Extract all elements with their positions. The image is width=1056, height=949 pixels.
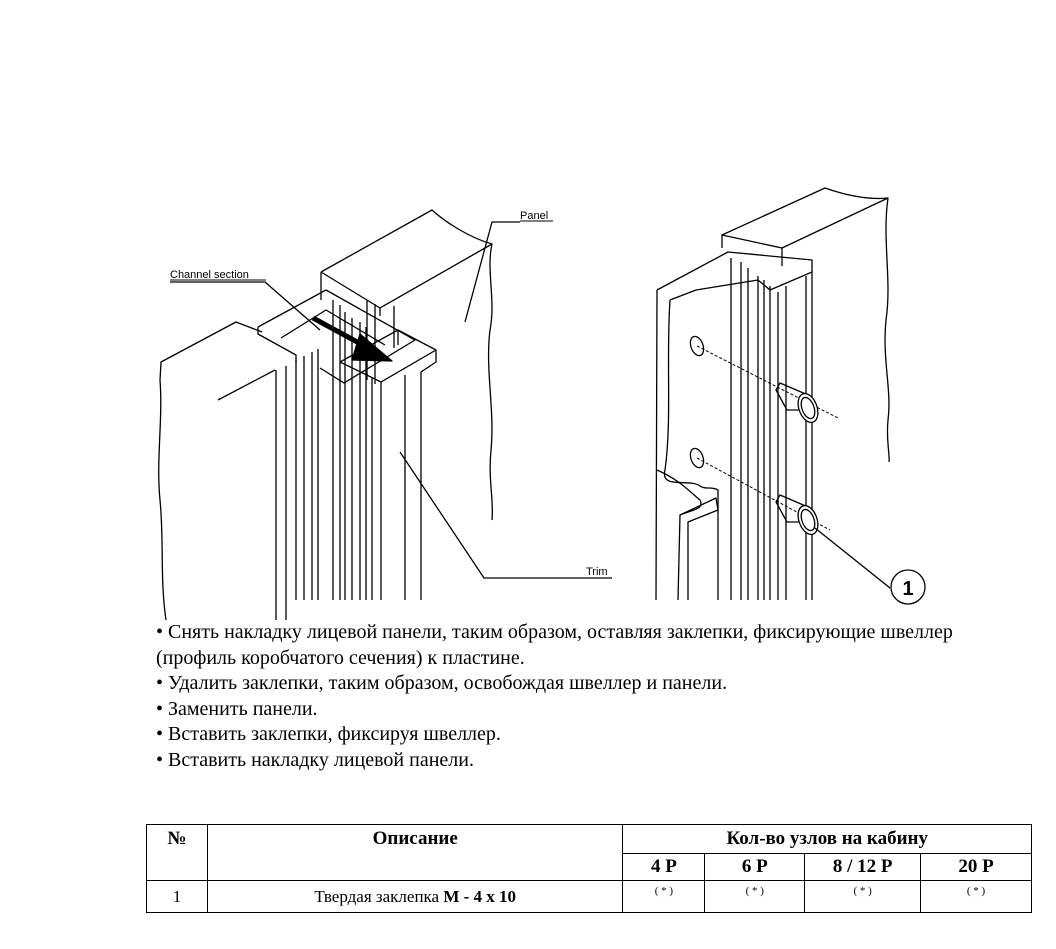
label-channel-section: Channel section (170, 269, 249, 281)
arrow-head (351, 333, 393, 362)
description-text: Твердая заклепка (314, 886, 444, 906)
cell-number: 1 (146, 880, 208, 913)
right-assembly-drawing (655, 187, 926, 605)
right-panel-top (320, 209, 493, 309)
leader-callout (814, 527, 891, 589)
header-description: Описание (206, 824, 624, 881)
cell-description: Твердая заклепка M - 4 x 10 (206, 880, 624, 913)
header-number: № (146, 824, 208, 881)
header-8-12p: 8 / 12 P (804, 853, 922, 881)
cell-qty-6p: ( * ) (704, 880, 806, 913)
instruction-item: • Заменить панели. (156, 697, 318, 720)
instruction-item: • Снять накладку лицевой панели, таким о… (156, 621, 953, 669)
left-assembly-drawing (158, 209, 612, 620)
label-trim: Trim (586, 566, 608, 578)
header-quantity: Кол-во узлов на кабину (622, 824, 1032, 854)
table-row: 1 Твердая заклепка M - 4 x 10 ( * ) ( * … (146, 880, 1032, 913)
leader-panel (464, 221, 520, 323)
instruction-item: • Удалить заклепки, таким образом, освоб… (156, 672, 728, 694)
right-channel-wavy (655, 289, 719, 601)
instruction-list: • Снять накладку лицевой панели, таким о… (156, 620, 1016, 773)
header-6p: 6 P (704, 853, 806, 881)
instruction-item: • Вставить накладку лицевой панели. (156, 748, 474, 771)
rivet-hole (689, 335, 705, 357)
header-20p: 20 P (920, 853, 1032, 881)
header-4p: 4 P (622, 853, 706, 881)
callout-circle (890, 569, 926, 605)
channel-top (257, 289, 416, 384)
cell-qty-20p: ( * ) (920, 880, 1032, 913)
description-code: M - 4 x 10 (443, 886, 517, 906)
callout-number: 1 (902, 578, 913, 600)
right-top-block (721, 187, 889, 249)
technical-drawing: Panel Channel section Trim 1 (158, 187, 926, 620)
right-panel-edge (487, 243, 494, 521)
left-panel-outline (158, 321, 263, 620)
parts-table: № Описание Кол-во узлов на кабину 4 P 6 … (146, 824, 1032, 913)
label-panel: Panel (520, 210, 548, 222)
leader-channel (170, 281, 321, 331)
instruction-item: • Вставить заклепки, фиксируя швеллер. (156, 723, 501, 745)
cell-qty-4p: ( * ) (622, 880, 706, 913)
leader-trim (399, 451, 612, 579)
rivet-hole (689, 447, 705, 469)
cell-qty-8-12p: ( * ) (804, 880, 922, 913)
